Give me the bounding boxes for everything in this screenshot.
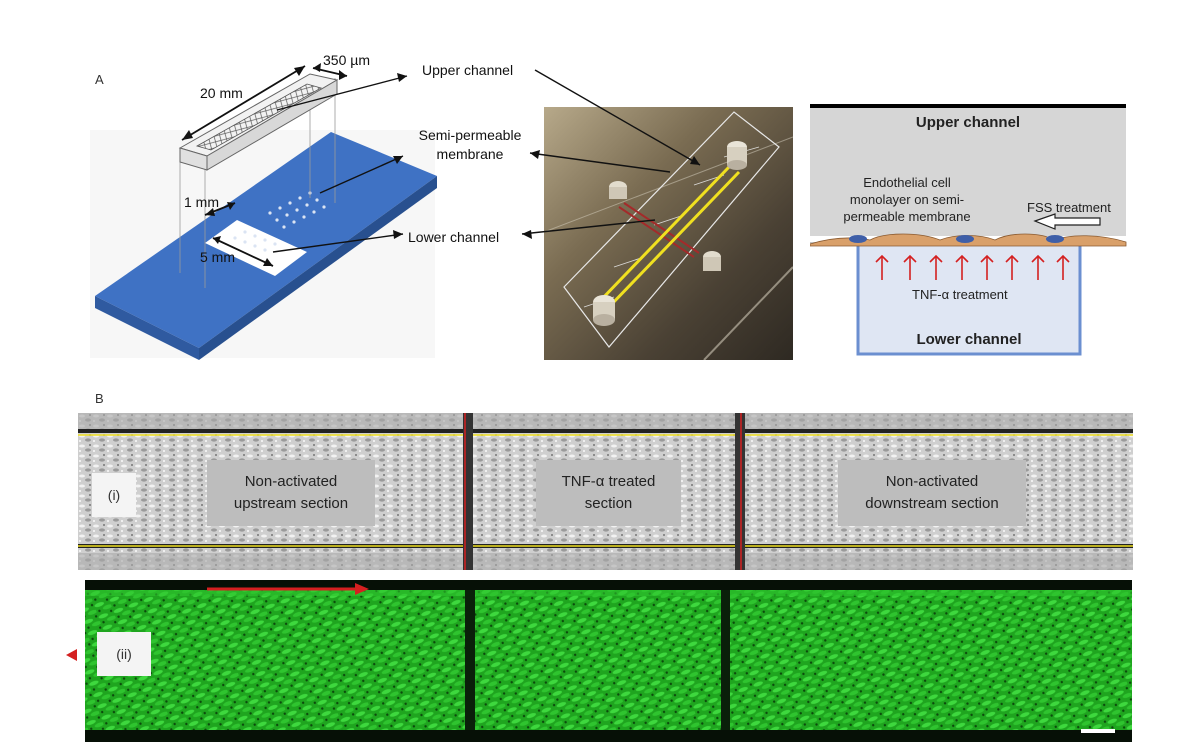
upper-channel-hatch	[195, 83, 323, 151]
lower-channel-cutout	[205, 220, 307, 276]
section-downstream-line2: downstream section	[865, 495, 999, 512]
section-downstream-line1: Non-activated	[885, 473, 979, 490]
section-treated-line2: section	[584, 495, 633, 512]
device-outline	[563, 111, 780, 348]
schematic-cell-label: Endothelial cell monolayer on semi- perm…	[812, 174, 1002, 225]
ports	[593, 141, 747, 326]
panel-a-letter: A	[95, 72, 104, 87]
upper-channel-yellow-line-a	[597, 165, 731, 304]
fluorescence-image	[85, 580, 1132, 742]
dim-1-mm-label: 1 mm	[184, 194, 219, 210]
panel-i-tag: (i)	[92, 473, 136, 517]
chip-base-front	[95, 296, 199, 360]
schematic-cell-line3: permeable membrane	[843, 209, 971, 224]
schematic-lower-title: Lower channel	[916, 331, 1022, 348]
section-downstream-box: Non-activated downstream section	[838, 460, 1026, 526]
membrane-label-line2: membrane	[436, 146, 504, 162]
schematic-cell-line2: monolayer on semi-	[849, 192, 965, 207]
upper-channel-yellow-line-b	[607, 170, 741, 309]
section-treated-box: TNF-α treated section	[536, 460, 681, 526]
upper-channel-label: Upper channel	[422, 62, 514, 78]
label-to-photo-arrows	[521, 69, 701, 239]
dim-5-mm-label: 5 mm	[200, 249, 235, 265]
chip-3d-diagram	[90, 63, 437, 360]
schematic-upper-title: Upper channel	[915, 114, 1021, 131]
schematic-cell-line1: Endothelial cell	[863, 175, 951, 190]
scale-bar	[1081, 729, 1115, 733]
lower-channel-red-line-b	[623, 202, 700, 254]
dim-20-mm-label: 20 mm	[200, 85, 243, 101]
lower-channel-red-line-a	[618, 206, 695, 258]
membrane-label-line1: Semi-permeable	[418, 127, 522, 143]
tnf-arrows	[875, 254, 1070, 280]
section-treated-line1: TNF-α treated	[561, 473, 656, 490]
schematic-fss-label: FSS treatment	[1027, 200, 1111, 215]
fss-arrow	[1033, 213, 1101, 230]
chip-base-side	[199, 176, 437, 360]
section-upstream-box: Non-activated upstream section	[207, 460, 375, 526]
section-upstream-line1: Non-activated	[244, 473, 338, 490]
lower-channel-label: Lower channel	[408, 229, 500, 245]
cross-section-schematic	[810, 104, 1127, 356]
panel-b-letter: B	[95, 391, 104, 406]
dim-350-um-label: 350 µm	[323, 52, 370, 68]
schematic-tnf-label: TNF-α treatment	[912, 287, 1008, 302]
marker-arrowhead-icon	[66, 649, 77, 661]
panel-ii-tag: (ii)	[97, 632, 151, 676]
device-photo	[544, 107, 793, 360]
membrane-label: Semi-permeable membrane	[405, 127, 535, 162]
section-upstream-line2: upstream section	[233, 495, 349, 512]
